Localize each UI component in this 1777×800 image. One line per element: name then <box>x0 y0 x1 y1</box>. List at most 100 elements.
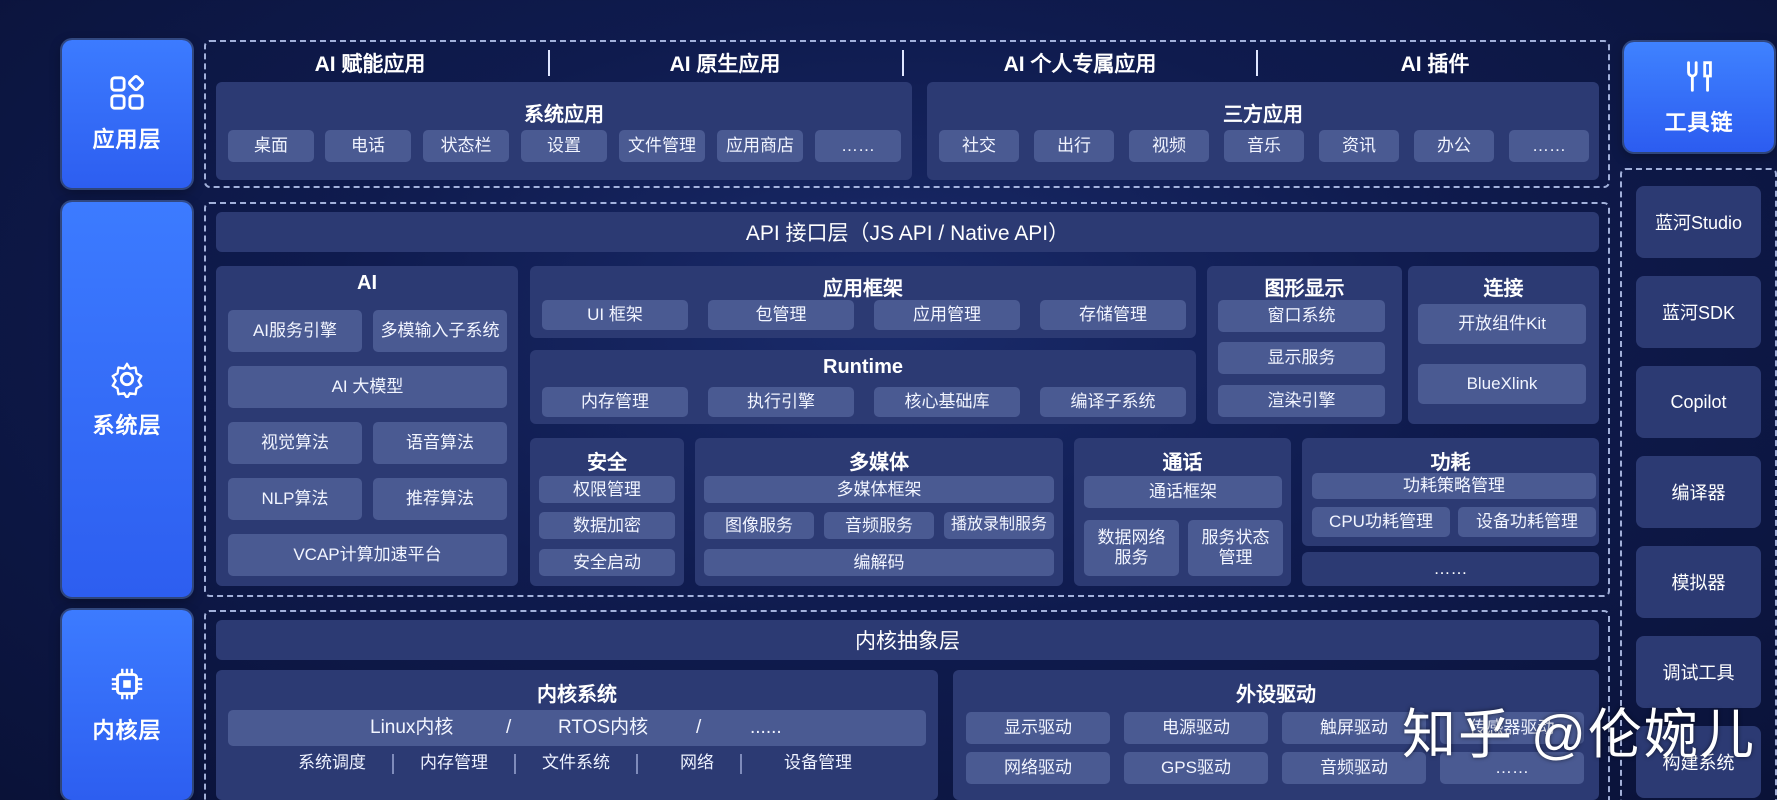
kernel-more: ...... <box>750 717 782 739</box>
multimedia-title: 多媒体 <box>849 452 909 474</box>
power-driver[interactable]: 电源驱动 <box>1124 712 1268 744</box>
network-driver[interactable]: 网络驱动 <box>966 752 1110 784</box>
kernel-item-separator <box>392 754 394 774</box>
app-more[interactable]: …… <box>815 130 901 162</box>
app-more-third[interactable]: …… <box>1509 130 1589 162</box>
data-network-service[interactable]: 数据网络服务 <box>1084 520 1179 576</box>
grid-apps-icon <box>110 74 145 110</box>
driver-more[interactable]: …… <box>1440 752 1584 784</box>
speech-algorithm[interactable]: 语音算法 <box>373 422 507 464</box>
device-power[interactable]: 设备功耗管理 <box>1458 507 1596 537</box>
app-framework-title: 应用框架 <box>823 278 903 300</box>
rtos-kernel[interactable]: RTOS内核 <box>558 717 649 739</box>
app-music[interactable]: 音乐 <box>1224 130 1304 162</box>
kernel-device-management: 设备管理 <box>784 753 852 772</box>
api-layer-bar: API 接口层（JS API / Native API） <box>216 212 1599 252</box>
storage-manager[interactable]: 存储管理 <box>1040 300 1186 330</box>
render-engine[interactable]: 渲染引擎 <box>1218 385 1385 417</box>
tool-lanhe-studio[interactable]: 蓝河Studio <box>1636 186 1761 258</box>
sensor-driver[interactable]: 传感器驱动 <box>1440 712 1584 744</box>
app-layer-frame <box>204 40 1610 188</box>
core-library[interactable]: 核心基础库 <box>874 387 1020 417</box>
system-apps-title: 系统应用 <box>524 104 604 126</box>
app-manager[interactable]: 应用管理 <box>874 300 1020 330</box>
execution-engine[interactable]: 执行引擎 <box>708 387 854 417</box>
call-framework[interactable]: 通话框架 <box>1084 476 1282 508</box>
open-component-kit[interactable]: 开放组件Kit <box>1418 304 1586 344</box>
app-social[interactable]: 社交 <box>939 130 1019 162</box>
tool-simulator[interactable]: 模拟器 <box>1636 546 1761 618</box>
package-manager[interactable]: 包管理 <box>708 300 854 330</box>
gear-icon <box>111 362 143 398</box>
display-service[interactable]: 显示服务 <box>1218 342 1385 374</box>
tool-build-system[interactable]: 构建系统 <box>1636 726 1761 798</box>
vcap-platform[interactable]: VCAP计算加速平台 <box>228 534 507 576</box>
system-layer-label[interactable]: 系统层 <box>62 202 192 597</box>
service-state-management[interactable]: 服务状态管理 <box>1188 520 1283 576</box>
kernel-layer-text: 内核层 <box>92 718 162 743</box>
gps-driver[interactable]: GPS驱动 <box>1124 752 1268 784</box>
recommend-algorithm[interactable]: 推荐算法 <box>373 478 507 520</box>
system-layer-text: 系统层 <box>92 412 162 438</box>
audio-driver[interactable]: 音频驱动 <box>1282 752 1426 784</box>
toolchain-text: 工具链 <box>1664 110 1734 135</box>
toolchain-label[interactable]: 工具链 <box>1624 42 1774 152</box>
app-settings[interactable]: 设置 <box>521 130 607 162</box>
tool-debugger[interactable]: 调试工具 <box>1636 636 1761 708</box>
bluexlink[interactable]: BlueXlink <box>1418 364 1586 404</box>
drivers-title: 外设驱动 <box>1236 684 1316 706</box>
tool-lanhe-sdk[interactable]: 蓝河SDK <box>1636 276 1761 348</box>
touch-driver[interactable]: 触屏驱动 <box>1282 712 1426 744</box>
security-title: 安全 <box>587 452 627 474</box>
runtime-title: Runtime <box>823 356 903 378</box>
ai-title: AI <box>357 272 377 294</box>
power-more[interactable]: …… <box>1302 552 1599 586</box>
permission-management[interactable]: 权限管理 <box>539 476 675 503</box>
kernel-layer-label[interactable]: 内核层 <box>62 610 192 800</box>
memory-management[interactable]: 内存管理 <box>542 387 688 417</box>
tool-copilot[interactable]: Copilot <box>1636 366 1761 438</box>
kernel-item-separator <box>636 754 638 774</box>
app-desktop[interactable]: 桌面 <box>228 130 314 162</box>
app-layer-label[interactable]: 应用层 <box>62 40 192 188</box>
app-store[interactable]: 应用商店 <box>717 130 803 162</box>
nlp-algorithm[interactable]: NLP算法 <box>228 478 362 520</box>
power-title: 功耗 <box>1430 452 1471 474</box>
multimodal-input[interactable]: 多模输入子系统 <box>373 310 507 352</box>
ai-large-model[interactable]: AI 大模型 <box>228 366 507 408</box>
chip-icon <box>111 668 143 700</box>
kernel-options-bar: Linux内核 / RTOS内核 / ...... <box>228 710 926 746</box>
app-video[interactable]: 视频 <box>1129 130 1209 162</box>
playback-record-service[interactable]: 播放录制服务 <box>944 512 1054 539</box>
image-service[interactable]: 图像服务 <box>704 512 814 539</box>
category-ai-personal: AI 个人专属应用 <box>1003 53 1157 76</box>
multimedia-framework[interactable]: 多媒体框架 <box>704 476 1054 503</box>
category-separator <box>548 50 550 76</box>
system-layer-frame <box>204 202 1610 597</box>
power-policy[interactable]: 功耗策略管理 <box>1312 473 1596 499</box>
codec[interactable]: 编解码 <box>704 549 1054 576</box>
app-statusbar[interactable]: 状态栏 <box>423 130 509 162</box>
compile-subsystem[interactable]: 编译子系统 <box>1040 387 1186 417</box>
category-ai-plugin: AI 插件 <box>1400 53 1470 76</box>
display-driver[interactable]: 显示驱动 <box>966 712 1110 744</box>
app-office[interactable]: 办公 <box>1414 130 1494 162</box>
kernel-slash: / <box>696 717 702 739</box>
app-phone[interactable]: 电话 <box>325 130 411 162</box>
cpu-power[interactable]: CPU功耗管理 <box>1312 507 1450 537</box>
window-system[interactable]: 窗口系统 <box>1218 300 1385 332</box>
app-layer-text: 应用层 <box>92 127 162 152</box>
data-encryption[interactable]: 数据加密 <box>539 512 675 539</box>
secure-boot[interactable]: 安全启动 <box>539 549 675 576</box>
tool-compiler[interactable]: 编译器 <box>1636 456 1761 528</box>
linux-kernel[interactable]: Linux内核 <box>370 717 454 739</box>
app-news[interactable]: 资讯 <box>1319 130 1399 162</box>
ui-framework[interactable]: UI 框架 <box>542 300 688 330</box>
ai-service-engine[interactable]: AI服务引擎 <box>228 310 362 352</box>
app-file-manager[interactable]: 文件管理 <box>619 130 705 162</box>
kernel-item-separator <box>740 754 742 774</box>
audio-service[interactable]: 音频服务 <box>824 512 934 539</box>
app-travel[interactable]: 出行 <box>1034 130 1114 162</box>
connect-title: 连接 <box>1483 278 1524 300</box>
vision-algorithm[interactable]: 视觉算法 <box>228 422 362 464</box>
